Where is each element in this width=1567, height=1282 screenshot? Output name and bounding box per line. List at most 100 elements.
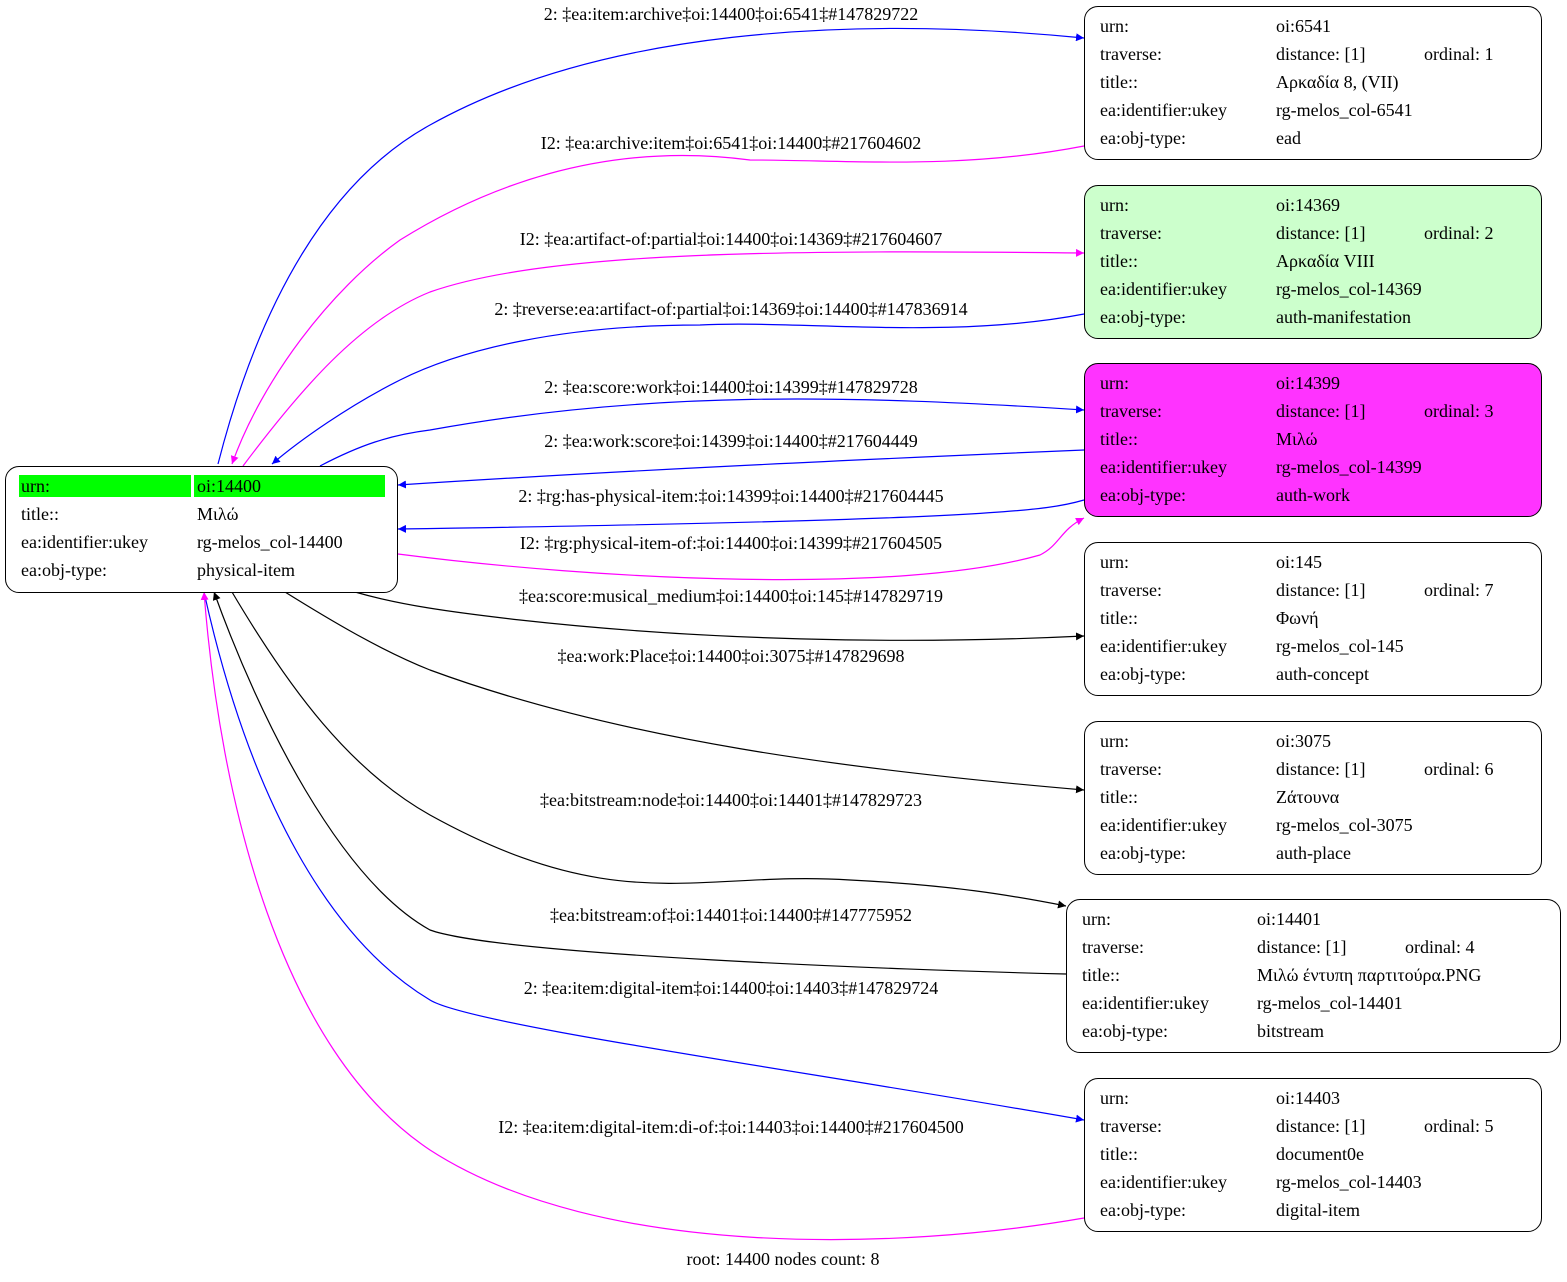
row-key: title::: [1100, 72, 1138, 92]
row-value: physical-item: [197, 560, 295, 580]
edge: [200, 591, 1085, 1241]
row-key: ea:obj-type:: [1100, 307, 1186, 327]
row-value-urn: oi:6541: [1276, 16, 1332, 36]
row-key: title::: [1100, 251, 1138, 271]
row-value-obj_type: ead: [1276, 128, 1301, 148]
edge-label: I2: ‡ea:archive:item‡oi:6541‡oi:14400‡#2…: [540, 133, 922, 153]
edge: [217, 27, 1085, 465]
row-value-ordinal: ordinal: 5: [1424, 1116, 1494, 1136]
row-key: ea:identifier:ukey: [21, 532, 148, 552]
row-key: ea:obj-type:: [1100, 485, 1186, 505]
row-value-urn: oi:14401: [1257, 909, 1322, 929]
row-key: urn:: [1100, 373, 1129, 393]
edge-label: 2: ‡ea:score:work‡oi:14400‡oi:14399‡#147…: [544, 377, 918, 397]
row-value-obj_type: auth-concept: [1276, 664, 1369, 684]
edge: [397, 517, 1085, 581]
node-row: title::Μιλώ: [6, 503, 397, 525]
row-value-title: document0e: [1276, 1144, 1364, 1164]
row-key: ea:identifier:ukey: [1100, 636, 1227, 656]
row-value-ukey: rg-melos_col-145: [1276, 636, 1404, 656]
row-value-ordinal: ordinal: 1: [1424, 44, 1494, 64]
row-value-distance: distance: [1]: [1276, 759, 1366, 779]
row-key: traverse:: [1100, 580, 1162, 600]
row-value-urn: oi:145: [1276, 552, 1323, 572]
row-value-urn: oi:14403: [1276, 1088, 1341, 1108]
row-key: title::: [1082, 965, 1120, 985]
row-key: title::: [1100, 1144, 1138, 1164]
row-value-obj_type: auth-manifestation: [1276, 307, 1411, 327]
row-value-title: Μιλώ: [1276, 429, 1318, 449]
row-key: ea:obj-type:: [1100, 1200, 1186, 1220]
edge-label: ‡ea:bitstream:of‡oi:14401‡oi:14400‡#1477…: [550, 905, 912, 925]
edge: [284, 591, 1085, 794]
row-value-obj_type: digital-item: [1276, 1200, 1360, 1220]
row-key: urn:: [1100, 16, 1129, 36]
row-value-title: Αρκαδία VIII: [1276, 251, 1375, 271]
row-key: traverse:: [1100, 401, 1162, 421]
row-value-ukey: rg-melos_col-6541: [1276, 100, 1413, 120]
row-value-obj_type: auth-work: [1276, 485, 1350, 505]
row-value-ukey: rg-melos_col-14403: [1276, 1172, 1422, 1192]
node-oi-14401[interactable]: urn: oi:14401 traverse: distance: [1] ordina…: [1066, 899, 1561, 1053]
edge: [354, 591, 1085, 641]
row-key: traverse:: [1100, 44, 1162, 64]
row-key: ea:identifier:ukey: [1100, 100, 1227, 120]
edge-label: 2: ‡ea:item:digital-item‡oi:14400‡oi:144…: [523, 978, 939, 998]
row-key: urn:: [19, 475, 191, 497]
row-key: urn:: [1100, 1088, 1129, 1108]
edge: [397, 499, 1085, 533]
edge: [397, 449, 1085, 489]
edge: [319, 398, 1085, 467]
row-key: title::: [1100, 787, 1138, 807]
row-value-distance: distance: [1]: [1257, 937, 1347, 957]
edge-label: 2: ‡reverse:ea:artifact-of:partial‡oi:14…: [494, 299, 968, 319]
edge-label: 2: ‡ea:item:archive‡oi:14400‡oi:6541‡#14…: [543, 4, 919, 24]
node-row: ea:obj-type:physical-item: [6, 559, 397, 581]
row-value-obj_type: bitstream: [1257, 1021, 1324, 1041]
row-key: traverse:: [1100, 223, 1162, 243]
row-key: ea:obj-type:: [1100, 664, 1186, 684]
row-value-title: Φωνή: [1276, 608, 1319, 628]
row-value: oi:14400: [194, 475, 385, 497]
edge-label: ‡ea:score:musical_medium‡oi:14400‡oi:145…: [519, 586, 943, 606]
edge: [231, 591, 1067, 909]
row-value-distance: distance: [1]: [1276, 401, 1366, 421]
row-key: urn:: [1100, 731, 1129, 751]
row-value-ukey: rg-melos_col-14369: [1276, 279, 1422, 299]
edge-label: 2: ‡rg:has-physical-item:‡oi:14399‡oi:14…: [518, 486, 944, 506]
row-value-title: Μιλώ έντυπη παρτιτούρα.PNG: [1257, 965, 1482, 985]
row-key: ea:obj-type:: [1082, 1021, 1168, 1041]
row-key: ea:identifier:ukey: [1100, 279, 1227, 299]
row-value-ukey: rg-melos_col-14399: [1276, 457, 1422, 477]
row-value-distance: distance: [1]: [1276, 1116, 1366, 1136]
node-row: urn:oi:14400: [6, 475, 397, 497]
row-value-distance: distance: [1]: [1276, 223, 1366, 243]
row-key: urn:: [1100, 195, 1129, 215]
row-value-ordinal: ordinal: 6: [1424, 759, 1494, 779]
row-value-ordinal: ordinal: 7: [1424, 580, 1494, 600]
edge-label: I2: ‡ea:item:digital-item:di-of:‡oi:1440…: [498, 1117, 964, 1137]
edge-label: 2: ‡ea:work:score‡oi:14399‡oi:14400‡#217…: [544, 431, 918, 451]
graph-footer: root: 14400 nodes count: 8: [686, 1249, 880, 1269]
edge-label: ‡ea:work:Place‡oi:14400‡oi:3075‡#1478296…: [557, 646, 905, 666]
row-value-title: Αρκαδία 8, (VII): [1276, 72, 1399, 92]
edge-label: ‡ea:bitstream:node‡oi:14400‡oi:14401‡#14…: [540, 790, 922, 810]
row-key: ea:identifier:ukey: [1082, 993, 1209, 1013]
edge-label: I2: ‡ea:artifact-of:partial‡oi:14400‡oi:…: [519, 229, 943, 249]
row-key: ea:identifier:ukey: [1100, 457, 1227, 477]
row-key: ea:obj-type:: [1100, 128, 1186, 148]
row-key: urn:: [1082, 909, 1111, 929]
row-value-obj_type: auth-place: [1276, 843, 1351, 863]
row-key: traverse:: [1082, 937, 1144, 957]
row-value-ordinal: ordinal: 4: [1405, 937, 1475, 957]
edge: [271, 313, 1085, 465]
